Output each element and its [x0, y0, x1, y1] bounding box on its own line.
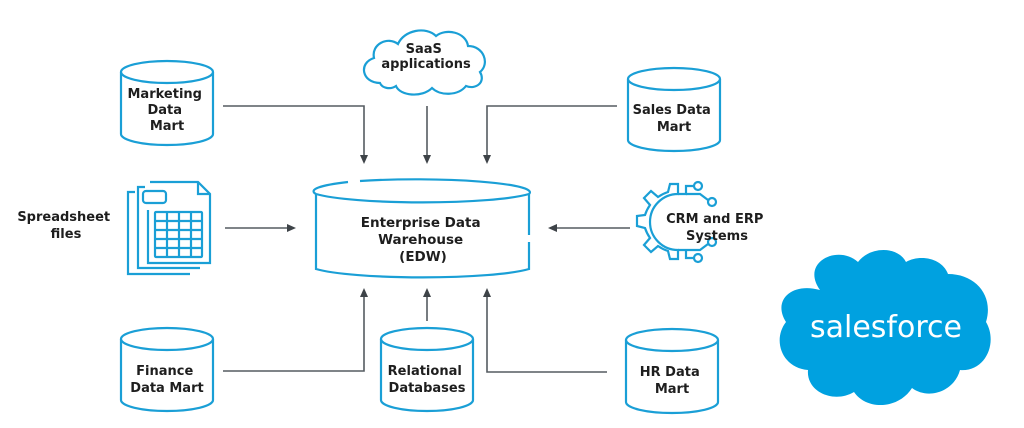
salesforce-wordmark: salesforce	[810, 310, 962, 345]
edw-label: Enterprise Data Warehouse (EDW)	[361, 215, 486, 265]
connector-sales	[483, 105, 617, 164]
salesforce-logo: salesforce	[779, 250, 991, 406]
connector-marketing	[223, 105, 368, 164]
saas-node: SaaS applications	[363, 29, 486, 96]
spreadsheet-files-icon	[126, 180, 212, 276]
database-cylinder-icon	[119, 59, 215, 147]
hr-node: HR Data Mart	[624, 327, 720, 415]
connector-finance	[223, 288, 368, 372]
finance-label: Finance Data Mart	[130, 364, 203, 396]
marketing-node: Marketing Data Mart	[119, 59, 215, 147]
sales-label: Sales Data Mart	[633, 103, 716, 135]
cloud-icon	[363, 29, 486, 96]
sales-node: Sales Data Mart	[626, 66, 722, 153]
edw-node: Enterprise Data Warehouse (EDW)	[312, 178, 532, 279]
crm-label: CRM and ERP Systems	[666, 212, 768, 244]
database-cylinder-icon	[626, 66, 722, 153]
gear-circuit-icon	[635, 180, 718, 264]
relational-node: Relational Databases	[379, 326, 475, 413]
connectors	[223, 105, 630, 373]
relational-label: Relational Databases	[388, 364, 467, 396]
marketing-label: Marketing Data Mart	[128, 87, 207, 134]
database-cylinder-icon	[624, 327, 720, 415]
database-cylinder-icon	[119, 326, 215, 413]
crm-node: CRM and ERP Systems	[635, 180, 768, 264]
connector-hr	[483, 288, 607, 373]
database-cylinder-icon	[312, 178, 532, 279]
spreadsheet-label: Spreadsheet files	[17, 210, 114, 242]
finance-node: Finance Data Mart	[119, 326, 215, 413]
database-cylinder-icon	[379, 326, 475, 413]
spreadsheet-node: Spreadsheet files	[17, 180, 212, 276]
salesforce-cloud-icon	[779, 250, 991, 406]
hr-label: HR Data Mart	[640, 365, 705, 397]
saas-label: SaaS applications	[381, 42, 471, 72]
